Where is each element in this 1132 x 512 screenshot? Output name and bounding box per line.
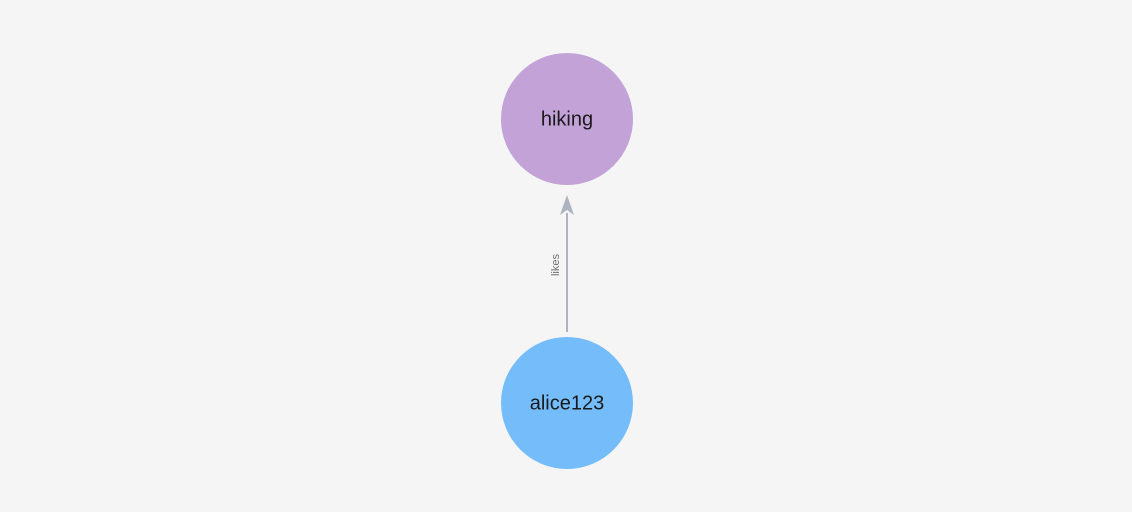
edges-layer: likes	[550, 195, 574, 332]
nodes-layer: hiking alice123	[501, 53, 633, 469]
graph-node-alice123[interactable]: alice123	[501, 337, 633, 469]
node-circle[interactable]	[501, 337, 633, 469]
node-circle[interactable]	[501, 53, 633, 185]
edge-label: likes	[550, 254, 562, 277]
edge-arrowhead-icon	[560, 195, 574, 215]
graph-node-hiking[interactable]: hiking	[501, 53, 633, 185]
graph-edge[interactable]: likes	[550, 195, 574, 332]
